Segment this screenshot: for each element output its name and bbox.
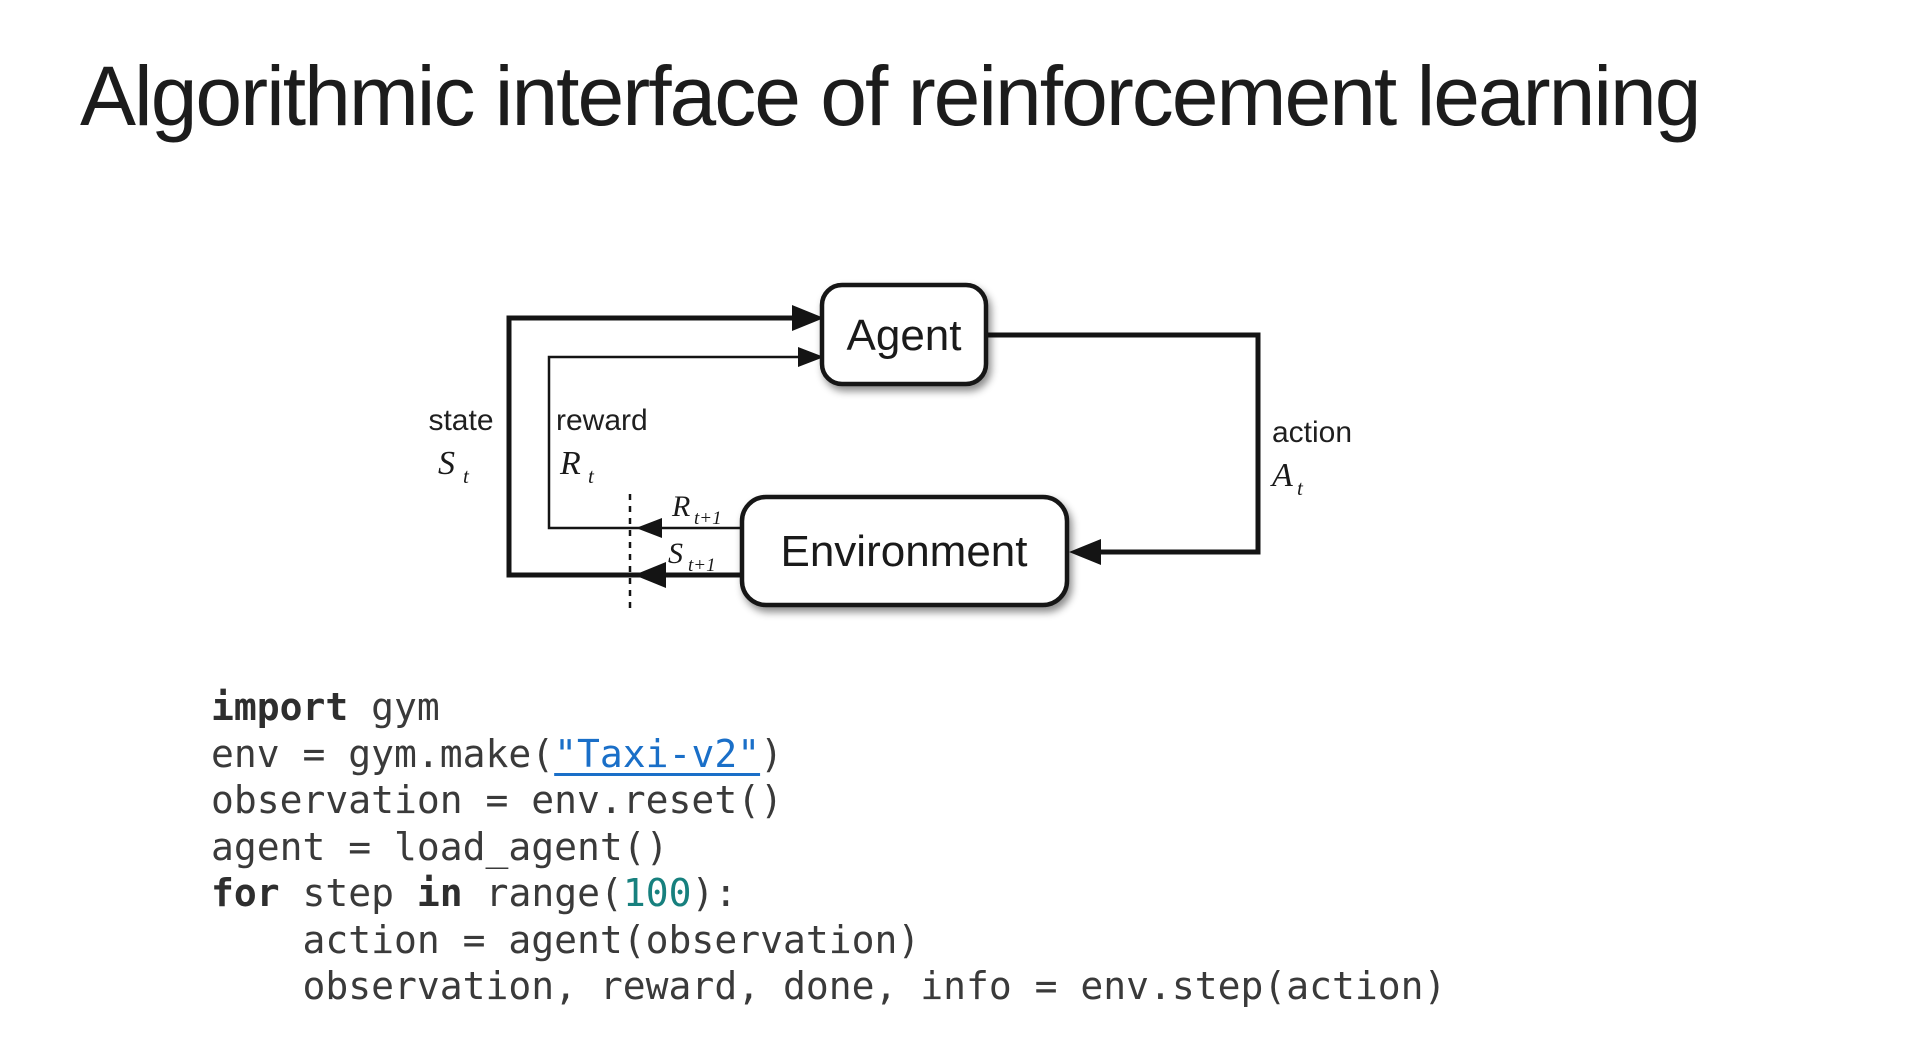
next-state-subscript: t+1 (688, 555, 716, 576)
state-label: state (428, 404, 493, 437)
agent-box (819, 282, 989, 387)
code-line: import gym (211, 684, 1446, 731)
reward-arrowhead-timestep (636, 518, 662, 538)
state-arrowhead-agent (792, 305, 824, 331)
next-reward-symbol: R (671, 490, 690, 523)
code-token: env = gym.make( (211, 731, 555, 776)
action-symbol: A (1270, 457, 1293, 494)
action-arrowhead-environment (1069, 539, 1101, 565)
action-label: action (1272, 416, 1352, 449)
next-reward-subscript: t+1 (694, 508, 722, 529)
code-token: import (211, 685, 349, 729)
code-line: observation, reward, done, info = env.st… (211, 963, 1447, 1010)
action-loop-arrow (986, 332, 1261, 555)
reward-symbol: R (559, 445, 581, 482)
action-symbol-subscript: t (1297, 476, 1304, 500)
code-token: ): (691, 871, 738, 915)
code-token: step (279, 871, 417, 915)
code-string-link[interactable]: "Taxi-v2" (554, 731, 761, 776)
next-state-symbol: S (668, 537, 683, 570)
code-token: agent = load_agent() (211, 824, 669, 869)
reward-label: reward (556, 404, 648, 437)
code-token: gym (348, 685, 440, 729)
state-symbol-subscript: t (463, 464, 470, 488)
state-symbol: S (438, 445, 455, 482)
code-token: 100 (622, 871, 692, 915)
reward-arrowhead-agent (798, 347, 824, 367)
environment-box-label: Environment (780, 527, 1027, 576)
code-token: for (211, 871, 280, 915)
state-arrowhead-timestep (634, 562, 666, 588)
code-token: in (416, 871, 463, 915)
code-token: observation = env.reset() (211, 778, 783, 822)
code-line: agent = load_agent() (211, 824, 1446, 871)
agent-box-label: Agent (847, 311, 962, 360)
code-line: for step in range(100): (211, 870, 1446, 917)
code-line: action = agent(observation) (211, 917, 1446, 964)
code-token: range( (462, 871, 623, 915)
code-token: ) (760, 731, 783, 776)
code-token: action = agent(observation) (211, 917, 921, 962)
code-token: observation, reward, done, info = env.st… (211, 964, 1447, 1008)
environment-box (739, 494, 1070, 608)
slide-title: Algorithmic interface of reinforcement l… (80, 49, 1701, 143)
code-line: env = gym.make("Taxi-v2") (211, 731, 1446, 778)
code-line: observation = env.reset() (211, 777, 1446, 824)
state-loop-arrow (506, 315, 800, 578)
reward-symbol-subscript: t (588, 464, 595, 488)
